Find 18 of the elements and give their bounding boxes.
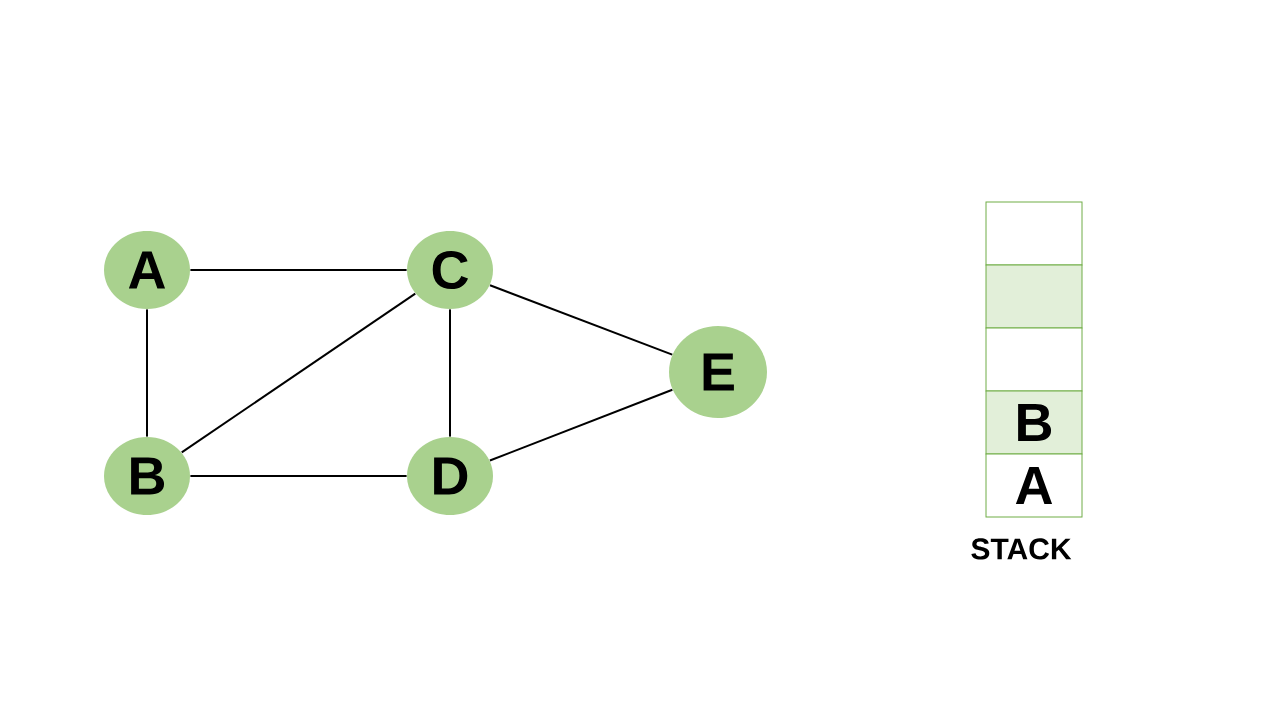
graph-node: C xyxy=(407,231,493,309)
stack-cell xyxy=(985,201,1083,266)
stack-cell: B xyxy=(985,390,1083,455)
stack-cell xyxy=(985,327,1083,392)
stack-cell xyxy=(985,264,1083,329)
edge-line xyxy=(180,292,417,454)
graph-node: A xyxy=(104,231,190,309)
graph-node: B xyxy=(104,437,190,515)
graph-node: D xyxy=(407,437,493,515)
graph-node: E xyxy=(669,326,767,418)
edge-line xyxy=(489,284,674,356)
edge-line xyxy=(488,388,674,462)
stack-cell: A xyxy=(985,453,1083,518)
edge-line xyxy=(189,475,408,477)
edge-line xyxy=(189,269,408,271)
stack-label: STACK xyxy=(971,538,1072,560)
edge-line xyxy=(146,308,148,438)
edge-line xyxy=(449,308,451,438)
